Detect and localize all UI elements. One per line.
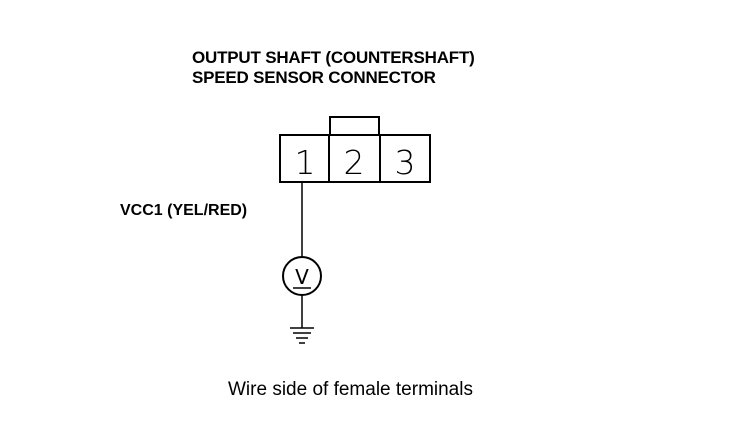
connector-body (279, 134, 431, 183)
ground-icon (290, 327, 314, 344)
view-caption: Wire side of female terminals (228, 379, 473, 400)
pin-2-label: 2 (344, 143, 365, 182)
pin-3-label: 3 (395, 143, 416, 182)
connector-title-line-2: SPEED SENSOR CONNECTOR (192, 68, 436, 87)
connector-title-line-1: OUTPUT SHAFT (COUNTERSHAFT) (192, 48, 475, 67)
voltmeter-symbol: V (295, 265, 309, 289)
connector-lock-tab (329, 116, 380, 136)
wire-label: VCC1 (YEL/RED) (120, 202, 248, 219)
pin-1-label: 1 (295, 143, 316, 182)
